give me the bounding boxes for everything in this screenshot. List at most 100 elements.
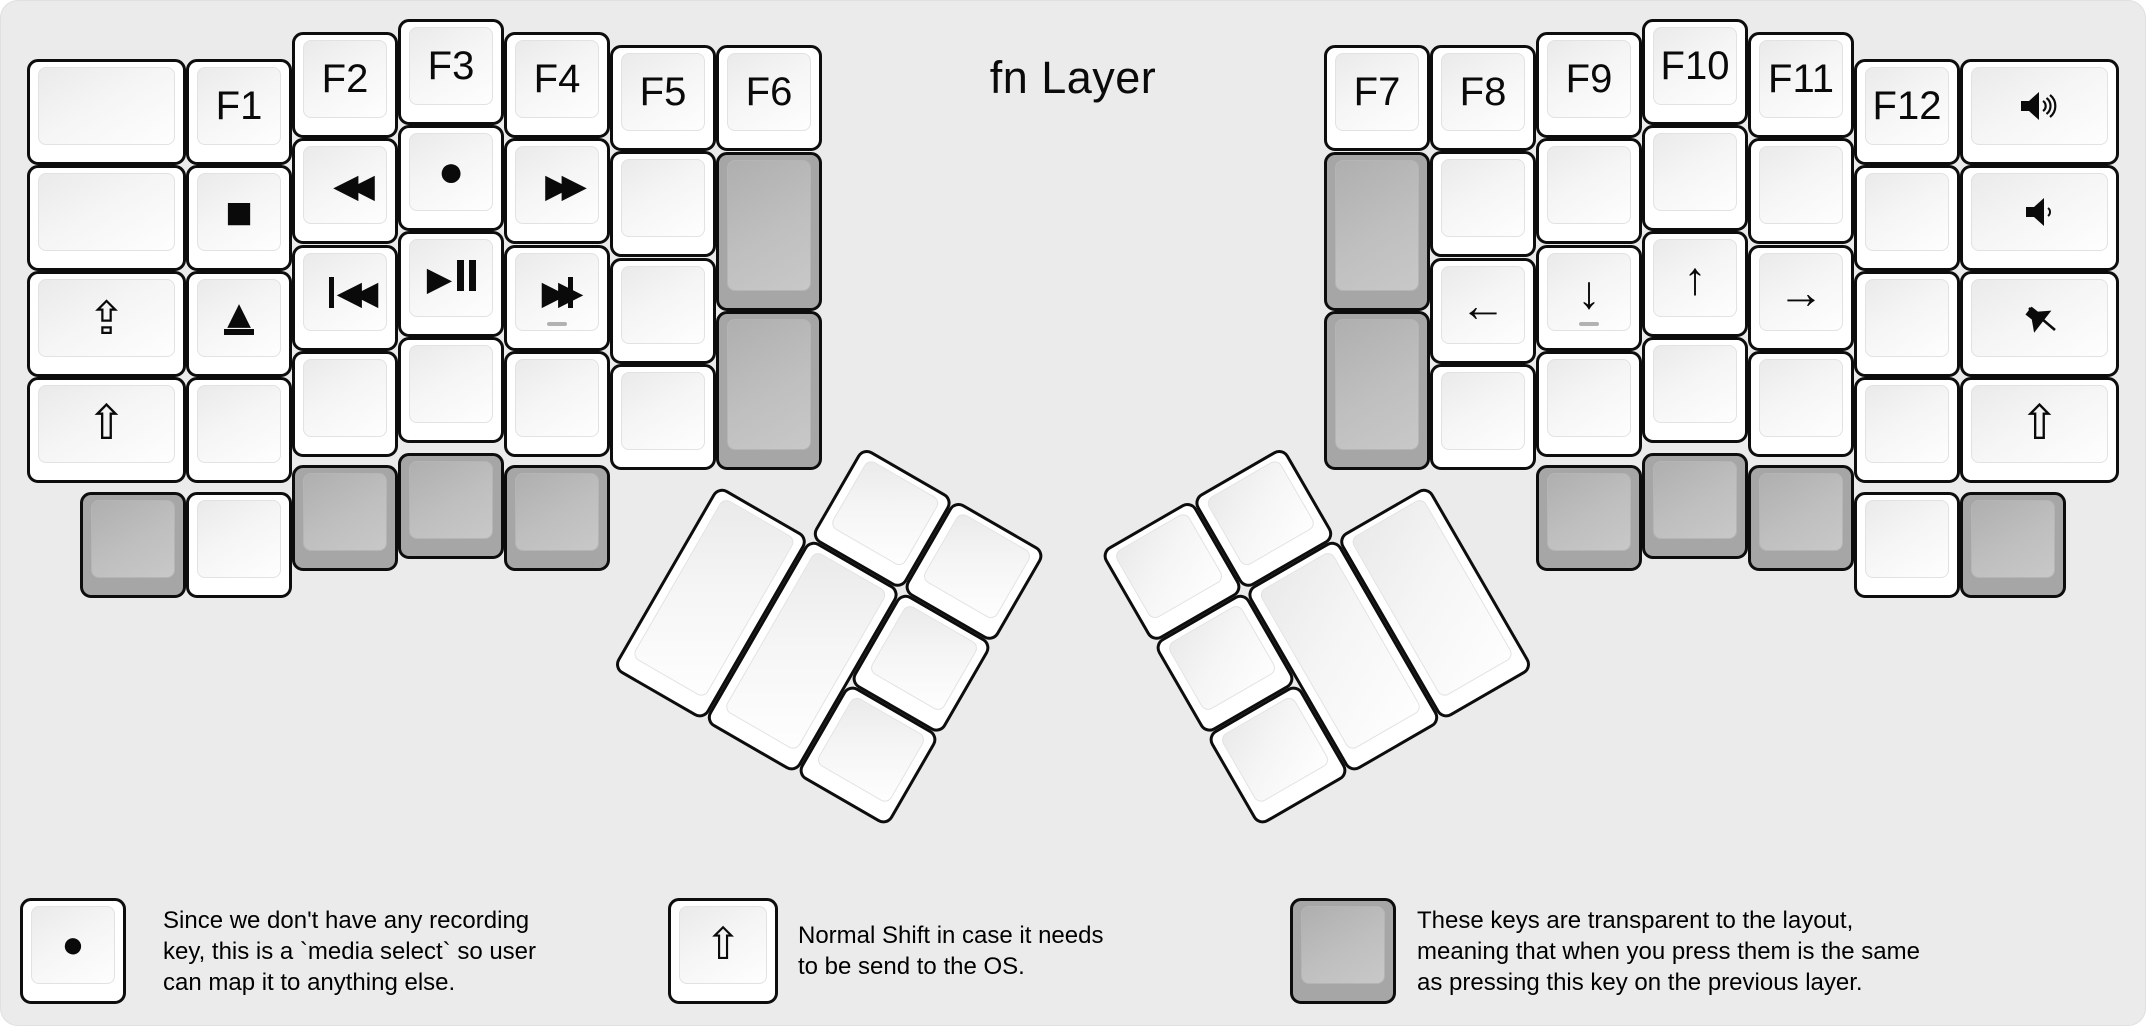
key-transparent-left-bottom-1[interactable]: [80, 492, 186, 598]
volume-up-icon: [2016, 89, 2064, 123]
key-blank-right-c5-r3[interactable]: [1854, 271, 1960, 377]
keycap-surface: [1301, 906, 1385, 984]
key-f4[interactable]: F4: [504, 32, 610, 138]
key-f11[interactable]: F11: [1748, 32, 1854, 138]
key-blank-right-c2-r2[interactable]: [1536, 138, 1642, 244]
key-f10[interactable]: F10: [1642, 19, 1748, 125]
key-media-stop[interactable]: ■: [186, 165, 292, 271]
key-blank-left-c2-r4[interactable]: [292, 351, 398, 457]
key-transparent-left-inner-1[interactable]: [716, 152, 822, 311]
key-blank-left-outer-r2[interactable]: [27, 165, 186, 271]
keycap-surface: [1971, 500, 2055, 578]
keycap-surface: F5: [621, 53, 705, 131]
key-blank-right-c5-r2[interactable]: [1854, 165, 1960, 271]
key-transparent-right-bottom-3[interactable]: [1748, 465, 1854, 571]
key-media-fast-forward[interactable]: ▶▶: [504, 138, 610, 244]
key-volume-up[interactable]: [1960, 59, 2119, 165]
keycap-surface: [727, 160, 811, 291]
key-arrow-right[interactable]: →: [1748, 245, 1854, 351]
keycap-surface: F3: [409, 27, 493, 105]
key-f6[interactable]: F6: [716, 45, 822, 151]
key-transparent-right-bottom-2[interactable]: [1642, 453, 1748, 559]
key-blank-right-c2-r4[interactable]: [1536, 351, 1642, 457]
key-f12[interactable]: F12: [1854, 59, 1960, 165]
eject-icon: ▲: [224, 298, 254, 335]
key-transparent-right-bottom-1[interactable]: [1536, 465, 1642, 571]
keycap-surface: ⇧: [679, 906, 767, 984]
shift-left-glyph: ⇧: [86, 397, 127, 450]
keycap-surface: [515, 359, 599, 437]
play-pause-icon: ▶: [426, 260, 477, 296]
key-f9[interactable]: F9: [1536, 32, 1642, 138]
key-transparent-right-inner-2[interactable]: [1324, 311, 1430, 470]
key-volume-mute[interactable]: [1960, 271, 2119, 377]
key-blank-right-c1-r4[interactable]: [1430, 364, 1536, 470]
key-media-play-pause[interactable]: ▶: [398, 231, 504, 337]
legend-line: as pressing this key on the previous lay…: [1417, 968, 1863, 996]
keycap-surface: ●: [31, 906, 115, 984]
keycap-surface: [409, 345, 493, 423]
key-arrow-down[interactable]: ↓: [1536, 245, 1642, 351]
key-shift-right[interactable]: ⇧: [1960, 377, 2119, 483]
legend-line: Normal Shift in case it needs: [798, 922, 1104, 949]
key-transparent-right-bottom-5[interactable]: [1960, 492, 2066, 598]
key-blank-left-c1-r4[interactable]: [186, 377, 292, 483]
key-f5[interactable]: F5: [610, 45, 716, 151]
keycap-surface: [38, 173, 175, 251]
key-blank-left-outer-r1[interactable]: [27, 59, 186, 165]
key-blank-left-c4-r4[interactable]: [504, 351, 610, 457]
f11-glyph: F11: [1768, 57, 1834, 101]
key-transparent-left-bottom-5[interactable]: [504, 465, 610, 571]
key-blank-left-c5-r3[interactable]: [610, 258, 716, 364]
key-f3[interactable]: F3: [398, 19, 504, 125]
key-media-record[interactable]: ●: [398, 125, 504, 231]
key-blank-right-c3-r4[interactable]: [1642, 337, 1748, 443]
key-transparent-left-inner-2[interactable]: [716, 311, 822, 470]
keycap-surface: [621, 372, 705, 450]
key-blank-left-c5-r4[interactable]: [610, 364, 716, 470]
keycap-surface: [1971, 67, 2108, 145]
f4-glyph: F4: [533, 57, 581, 101]
keycap-surface: [197, 500, 281, 578]
key-media-rewind[interactable]: ◀◀: [292, 138, 398, 244]
legend-record-text: Since we don't have any recording key, t…: [163, 898, 536, 1004]
key-blank-right-c4-r2[interactable]: [1748, 138, 1854, 244]
f10-glyph: F10: [1660, 44, 1730, 88]
key-blank-right-bottom-4[interactable]: [1854, 492, 1960, 598]
key-f7[interactable]: F7: [1324, 45, 1430, 151]
key-transparent-right-inner-1[interactable]: [1324, 152, 1430, 311]
keycap-surface: [409, 461, 493, 539]
key-arrow-left[interactable]: ←: [1430, 258, 1536, 364]
legend-line: meaning that when you press them is the …: [1417, 937, 1920, 965]
shift-icon: ⇧: [704, 920, 742, 969]
key-f1[interactable]: F1: [186, 59, 292, 165]
caps-lock-glyph: ⇪: [87, 292, 126, 344]
key-blank-left-c3-r4[interactable]: [398, 337, 504, 443]
key-blank-left-bottom-2[interactable]: [186, 492, 292, 598]
keycap-surface: ◀◀: [303, 253, 387, 331]
arrow-up-glyph: ↑: [1683, 252, 1707, 304]
keycap-surface: ↑: [1653, 239, 1737, 317]
key-blank-right-c4-r4[interactable]: [1748, 351, 1854, 457]
key-media-prev-track[interactable]: ◀◀: [292, 245, 398, 351]
key-volume-down[interactable]: [1960, 165, 2119, 271]
f1-glyph: F1: [215, 84, 263, 128]
f3-glyph: F3: [427, 44, 475, 88]
key-f2[interactable]: F2: [292, 32, 398, 138]
shift-right-glyph: ⇧: [2019, 397, 2060, 450]
key-caps-lock[interactable]: ⇪: [27, 271, 186, 377]
keycap-surface: [727, 319, 811, 450]
f7-glyph: F7: [1353, 70, 1401, 114]
key-transparent-left-bottom-3[interactable]: [292, 465, 398, 571]
key-media-eject[interactable]: ▲: [186, 271, 292, 377]
key-media-next-track[interactable]: ▶▶: [504, 245, 610, 351]
rewind-icon: ◀◀: [333, 165, 375, 205]
key-blank-right-c5-r4[interactable]: [1854, 377, 1960, 483]
key-f8[interactable]: F8: [1430, 45, 1536, 151]
key-blank-right-c1-r2[interactable]: [1430, 151, 1536, 257]
key-arrow-up[interactable]: ↑: [1642, 231, 1748, 337]
key-blank-right-c3-r2[interactable]: [1642, 125, 1748, 231]
key-shift-left[interactable]: ⇧: [27, 377, 186, 483]
key-transparent-left-bottom-4[interactable]: [398, 453, 504, 559]
key-blank-left-c5-r2[interactable]: [610, 151, 716, 257]
